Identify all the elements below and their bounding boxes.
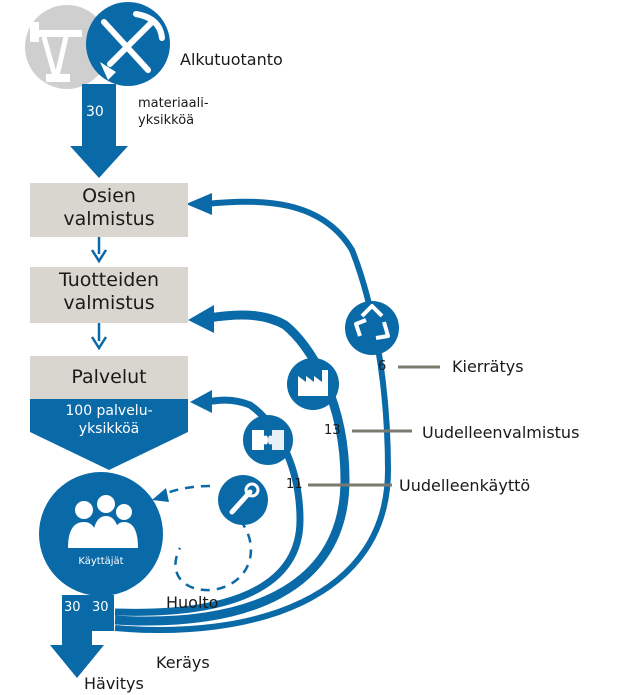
maintenance-label: Huolto — [166, 593, 219, 612]
remanufacturing-loop — [114, 305, 350, 626]
users-label: Käyttäjät — [78, 556, 124, 567]
parts-manufacturing-box: Osien valmistus — [30, 183, 188, 237]
recycle-icon — [345, 301, 399, 355]
process-arrows — [90, 236, 108, 351]
shovel-pickaxe-icon — [86, 2, 170, 86]
maintenance-loop — [152, 484, 253, 592]
collection-stub — [92, 595, 114, 631]
disposal-label: Hävitys — [84, 674, 144, 693]
material-flow-value: 30 — [86, 104, 104, 120]
service-units-label: 100 palvelu- yksikköä — [30, 402, 188, 438]
material-flow-arrow — [70, 84, 128, 178]
product-manufacturing-line2: valmistus — [63, 292, 155, 314]
oil-pump-icon — [25, 5, 109, 89]
recycling-label: Kierrätys — [452, 357, 524, 376]
product-manufacturing-line1: Tuotteiden — [58, 269, 160, 291]
reuse-label: Uudelleenkäyttö — [399, 476, 531, 495]
remanufacturing-label: Uudelleenvalmistus — [422, 423, 580, 442]
disposal-value: 30 — [64, 600, 81, 615]
recycling-loop — [114, 193, 392, 633]
parts-manufacturing-line1: Osien — [82, 185, 136, 207]
wrench-icon — [218, 475, 268, 525]
material-units-line1: materiaali- — [138, 96, 209, 111]
services-label: Palvelut — [71, 366, 147, 388]
services-box: Palvelut — [30, 356, 188, 399]
services-units-chevron — [30, 399, 188, 470]
disposal-arrow — [50, 595, 104, 678]
parts-manufacturing-line2: valmistus — [63, 208, 155, 230]
material-units-line2: yksikköä — [138, 113, 195, 128]
primary-production-label: Alkutuotanto — [180, 50, 283, 69]
service-units-line2: yksikköä — [78, 421, 140, 437]
factory-icon — [287, 358, 339, 410]
reuse-loop — [114, 390, 304, 616]
recycling-value: 6 — [378, 359, 387, 374]
puzzle-icon — [243, 415, 293, 465]
collection-label: Keräys — [156, 653, 210, 672]
remanufacturing-value: 13 — [324, 423, 341, 438]
users-group-icon — [39, 472, 163, 596]
reuse-value: 11 — [286, 477, 303, 492]
collection-value: 30 — [92, 600, 109, 615]
service-units-line1: 100 palvelu- — [65, 403, 153, 419]
product-manufacturing-box: Tuotteiden valmistus — [30, 267, 188, 323]
leader-lines — [308, 365, 440, 487]
